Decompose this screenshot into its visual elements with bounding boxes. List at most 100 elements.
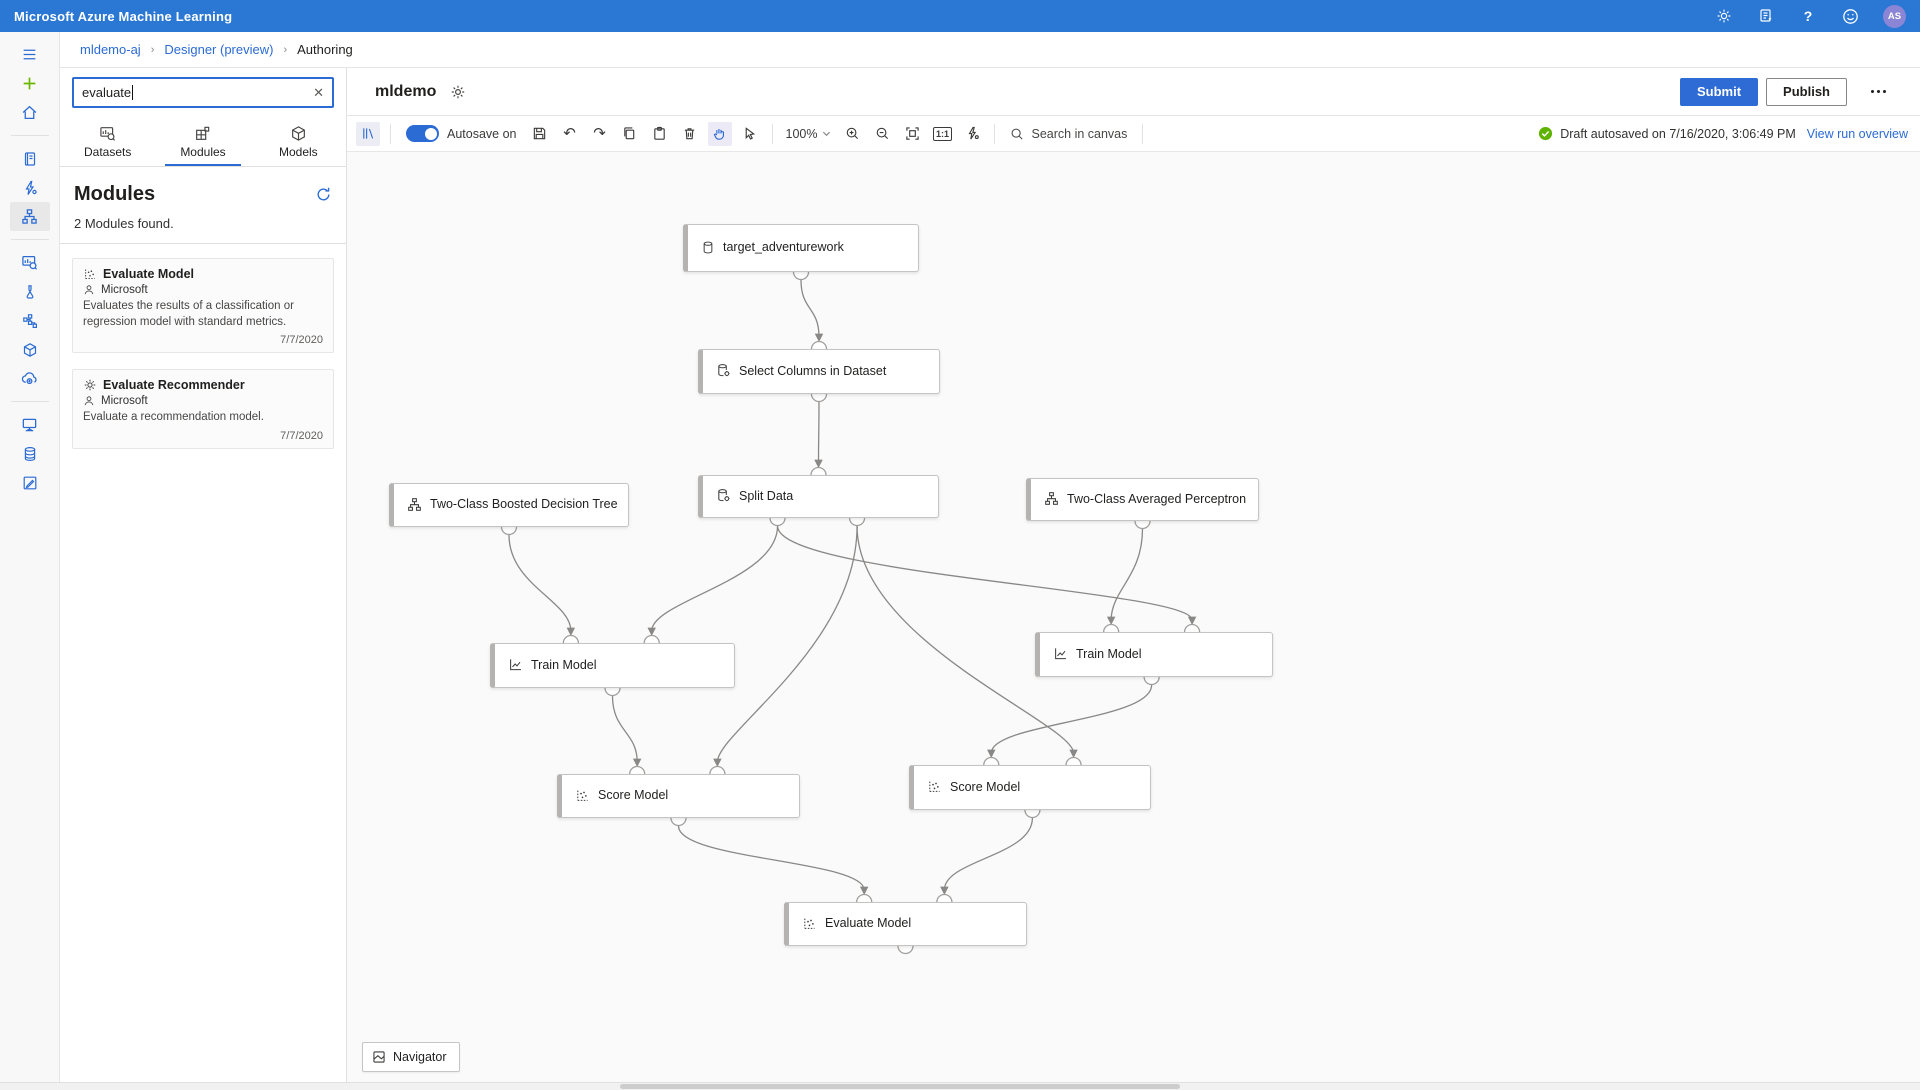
undo-icon[interactable]: ↶ (563, 124, 576, 142)
autosave-toggle[interactable] (406, 125, 439, 142)
tab-models[interactable]: Models (251, 118, 346, 166)
edge-layer (500, 263, 1201, 955)
autosave-status: Draft autosaved on 7/16/2020, 3:06:49 PM (1560, 126, 1796, 141)
edge-connector (508, 534, 576, 637)
pipelines-icon[interactable] (10, 306, 50, 335)
help-icon[interactable]: ? (1803, 8, 1813, 24)
pipeline-node-train1[interactable]: Train Model (490, 643, 735, 688)
palette-tabs: Datasets Modules Models (60, 118, 346, 167)
feedback-notes-icon[interactable] (1757, 7, 1775, 25)
chevron-right-icon: › (283, 43, 288, 56)
database-gear-icon (716, 488, 731, 503)
module-card-author: Microsoft (101, 284, 148, 296)
endpoints-icon[interactable] (10, 364, 50, 393)
smiley-icon[interactable] (1841, 7, 1859, 25)
module-palette-icon[interactable] (356, 121, 380, 146)
edge-connector (1106, 528, 1144, 626)
breadcrumb-designer[interactable]: Designer (preview) (164, 42, 274, 57)
breadcrumb: mldemo-aj › Designer (preview) › Authori… (60, 32, 1920, 68)
refresh-icon[interactable] (315, 186, 332, 203)
save-icon[interactable] (528, 122, 552, 146)
pipeline-node-split[interactable]: Split Data (698, 475, 939, 518)
user-avatar[interactable]: AS (1883, 4, 1906, 28)
node-label: Train Model (1076, 646, 1142, 661)
submit-button[interactable]: Submit (1679, 77, 1759, 106)
paste-icon[interactable] (648, 122, 672, 146)
pipeline-node-score1[interactable]: Score Model (557, 774, 800, 818)
pipeline-node-tcbdt[interactable]: Two-Class Boosted Decision Tree (389, 483, 629, 527)
actual-size-icon[interactable]: 1:1 (930, 122, 954, 146)
edge-connector (647, 525, 779, 637)
new-plus-icon[interactable] (10, 69, 50, 98)
clear-search-icon[interactable]: ✕ (313, 84, 324, 100)
pan-tool-icon[interactable] (707, 121, 732, 146)
zoom-level-dropdown[interactable]: 100% (786, 127, 832, 141)
tab-label: Models (278, 145, 318, 159)
designer-icon[interactable] (9, 202, 50, 231)
tab-modules[interactable]: Modules (155, 118, 250, 166)
models-icon[interactable] (10, 335, 50, 364)
scatter-icon (927, 779, 942, 794)
delete-icon[interactable] (678, 122, 702, 146)
module-card-description: Evaluate a recommendation model. (83, 411, 264, 424)
search-in-canvas-label: Search in canvas (1031, 126, 1128, 141)
edge-connector (713, 525, 858, 768)
home-icon[interactable] (10, 98, 50, 127)
redo-icon[interactable]: ↷ (593, 124, 606, 142)
datasets-icon[interactable] (10, 248, 50, 277)
pipeline-title: mldemo (375, 82, 437, 100)
module-search-panel: evaluate ✕ Datasets Modules Models Modul… (60, 68, 347, 1090)
pipeline-node-dataset[interactable]: target_adventurework (683, 224, 919, 272)
rail-divider (10, 239, 49, 240)
module-card-date: 7/7/2020 (280, 334, 323, 347)
publish-button[interactable]: Publish (1766, 77, 1847, 106)
data-labeling-icon[interactable] (10, 468, 50, 497)
copy-icon[interactable] (618, 122, 642, 146)
automated-ml-icon[interactable] (10, 173, 50, 202)
scatter-icon (802, 916, 817, 931)
fit-to-screen-icon[interactable] (900, 122, 924, 146)
tab-datasets[interactable]: Datasets (60, 118, 155, 166)
scrollbar-thumb[interactable] (620, 1084, 1180, 1089)
pipeline-settings-icon[interactable] (450, 84, 466, 100)
settings-icon[interactable] (1715, 7, 1733, 25)
datastores-icon[interactable] (10, 439, 50, 468)
zoom-out-icon[interactable] (870, 122, 894, 146)
experiments-icon[interactable] (10, 277, 50, 306)
panel-heading: Modules (74, 183, 156, 205)
pipeline-node-eval[interactable]: Evaluate Model (784, 902, 1027, 946)
search-input[interactable]: evaluate ✕ (72, 77, 334, 108)
breadcrumb-workspace[interactable]: mldemo-aj (80, 42, 141, 57)
left-nav-rail (0, 32, 60, 1090)
pipeline-node-tcap[interactable]: Two-Class Averaged Perceptron (1026, 478, 1259, 521)
autosave-label: Autosave on (447, 126, 517, 141)
module-card-description: Evaluates the results of a classificatio… (83, 300, 294, 328)
compute-icon[interactable] (10, 410, 50, 439)
edge-connector (987, 684, 1153, 759)
navigator-button[interactable]: Navigator (362, 1042, 460, 1072)
view-run-overview-link[interactable]: View run overview (1806, 126, 1908, 141)
pipeline-node-score2[interactable]: Score Model (909, 765, 1151, 810)
notebooks-icon[interactable] (10, 144, 50, 173)
navigator-icon (373, 1051, 385, 1063)
more-options-icon[interactable] (1861, 90, 1896, 93)
pipeline-node-train2[interactable]: Train Model (1035, 632, 1273, 677)
search-in-canvas[interactable]: Search in canvas (1010, 127, 1127, 141)
scatter-icon (85, 269, 95, 280)
app-title: Microsoft Azure Machine Learning (14, 8, 233, 24)
chart-icon (508, 657, 523, 672)
node-label: Two-Class Averaged Perceptron (1067, 491, 1247, 506)
module-card-evaluate-model[interactable]: Evaluate Model Microsoft Evaluates the r… (72, 258, 334, 354)
gear-icon (84, 379, 96, 391)
module-card-evaluate-recommender[interactable]: Evaluate Recommender Microsoft Evaluate … (72, 369, 334, 449)
menu-icon[interactable] (10, 40, 50, 69)
pipeline-node-select[interactable]: Select Columns in Dataset (698, 349, 940, 394)
select-tool-icon[interactable] (738, 122, 762, 146)
text-caret (132, 85, 134, 100)
horizontal-scrollbar[interactable] (0, 1082, 1920, 1090)
success-check-icon (1539, 126, 1553, 141)
breadcrumb-current: Authoring (297, 42, 353, 57)
auto-layout-icon[interactable] (960, 122, 984, 146)
zoom-in-icon[interactable] (840, 122, 864, 146)
